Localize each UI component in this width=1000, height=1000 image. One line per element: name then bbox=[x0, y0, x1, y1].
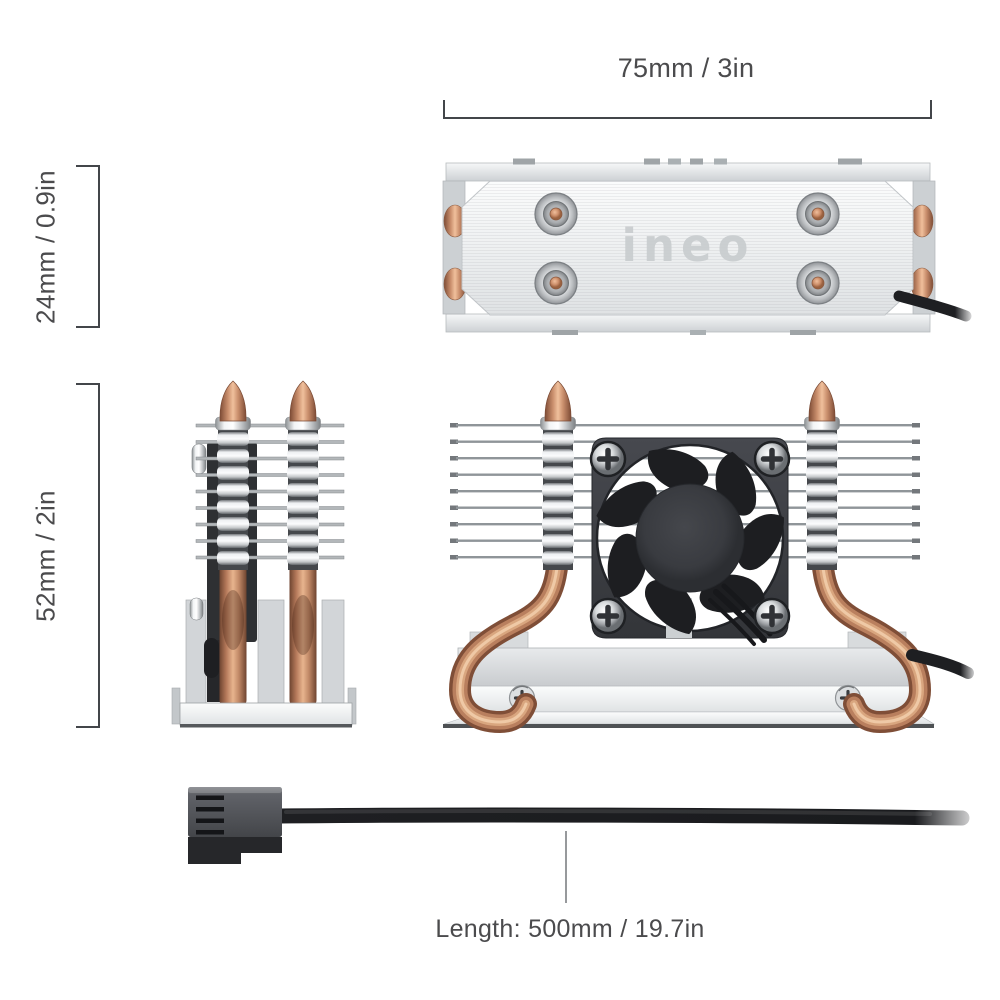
cable-top-view bbox=[893, 290, 972, 322]
cable-front-view bbox=[906, 649, 974, 679]
fan-connector bbox=[188, 787, 282, 864]
heatpipe-loop-right bbox=[811, 545, 932, 734]
brand-logo: ineo bbox=[622, 219, 755, 272]
heatpipe-ends-right bbox=[910, 180, 936, 315]
fin-strip-bottom bbox=[445, 313, 931, 335]
mounting-base bbox=[443, 631, 936, 728]
height-24mm-bracket bbox=[76, 165, 100, 328]
heatsink-front-view bbox=[443, 380, 974, 734]
connector-pin-slots bbox=[196, 795, 224, 835]
connector-latch bbox=[188, 837, 282, 864]
fan-wire-side bbox=[189, 597, 219, 678]
height-52mm-label: 52mm / 2in bbox=[30, 490, 61, 622]
height-24mm-label: 24mm / 0.9in bbox=[30, 170, 61, 324]
fan-cable bbox=[272, 807, 970, 826]
fan-cable-assembly bbox=[188, 787, 970, 864]
cable-length-label: Length: 500mm / 19.7in bbox=[435, 915, 705, 943]
fin-strip-top bbox=[445, 158, 931, 182]
heatsink-top-view: ineo bbox=[442, 158, 972, 335]
width-dimension-bracket bbox=[443, 100, 932, 119]
fan-cable-highlight bbox=[284, 808, 932, 816]
width-dimension-label: 75mm / 3in bbox=[617, 53, 755, 83]
fan-hub bbox=[635, 483, 745, 593]
cable-length-leader-line bbox=[565, 831, 567, 903]
height-52mm-bracket bbox=[76, 383, 100, 728]
base-side-tabs bbox=[171, 599, 357, 725]
heatpipe-loop-left bbox=[448, 545, 569, 734]
cooling-fan bbox=[591, 437, 789, 646]
heatpipes-side bbox=[215, 380, 321, 708]
base-side-plate bbox=[179, 702, 353, 728]
heatsink-side-view bbox=[171, 380, 357, 728]
heatpipe-loops bbox=[448, 545, 932, 734]
